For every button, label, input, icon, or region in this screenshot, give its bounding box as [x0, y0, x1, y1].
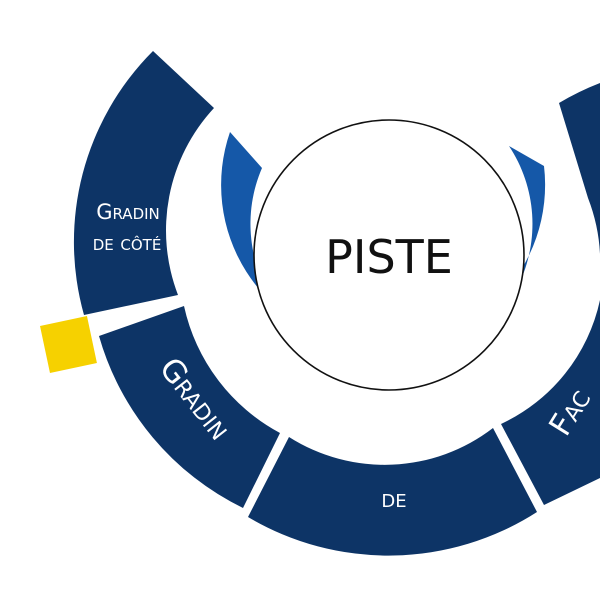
section-gradin-bottom[interactable] [248, 428, 537, 556]
section-gradin-top-right[interactable] [559, 83, 600, 272]
section-gradin-left[interactable] [99, 306, 280, 508]
section-gradin-de-cote-top[interactable] [73, 51, 214, 315]
piste-circle [253, 119, 525, 391]
gradin-de-cote-label-line2: de côté [93, 231, 162, 255]
accent-marker [40, 316, 97, 373]
loges-label: Loges [341, 387, 428, 427]
gradin-de-cote-label-line1: Gradin [96, 200, 160, 224]
outer-seating-ring [73, 51, 600, 556]
piste-label: PISTE [325, 230, 453, 284]
section-gradin-right[interactable] [501, 300, 600, 505]
gradin-bottom-label: de [381, 484, 406, 513]
